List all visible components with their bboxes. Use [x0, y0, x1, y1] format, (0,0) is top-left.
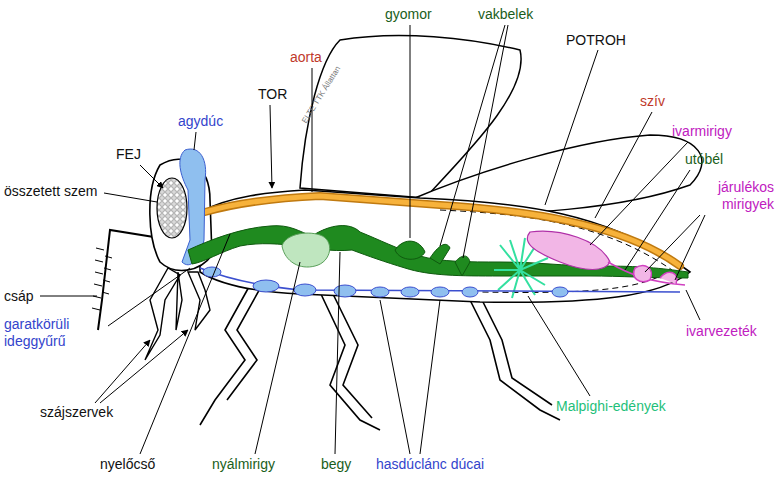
part-label: garatkörüli ideggyűrű [4, 316, 108, 350]
legs [200, 285, 560, 430]
region-label: POTROH [566, 32, 626, 49]
part-label: aorta [290, 49, 322, 66]
part-label: csáp [4, 288, 34, 305]
part-label: agydúc [178, 113, 223, 130]
part-label: járulékos mirigyek [690, 179, 774, 213]
part-label: ivarmirigy [672, 123, 732, 140]
gut [188, 226, 688, 278]
part-label: összetett szem [4, 183, 97, 200]
part-label: szájszervek [40, 404, 113, 421]
part-label: utóbél [685, 151, 723, 168]
body-outline [200, 190, 690, 302]
leader-lines [40, 25, 705, 454]
region-label: TOR [258, 86, 287, 103]
salivary-gland [282, 233, 330, 267]
part-label: hasdúclánc dúcai [376, 456, 484, 473]
antenna [98, 230, 160, 330]
accessory-glands [608, 262, 685, 285]
part-label: begy [321, 456, 351, 473]
antenna-hairs [92, 248, 112, 310]
part-label: nyálmirigy [212, 456, 275, 473]
part-label: ivarvezeték [686, 323, 757, 340]
part-label: nyelőcső [100, 456, 155, 473]
ganglia [203, 267, 568, 297]
region-label: FEJ [116, 146, 141, 163]
part-label: vakbelek [478, 6, 533, 23]
mouthparts [145, 268, 210, 360]
part-label: Malpighi-edények [556, 398, 666, 415]
part-label: szív [640, 93, 665, 110]
part-label: gyomor [385, 6, 432, 23]
